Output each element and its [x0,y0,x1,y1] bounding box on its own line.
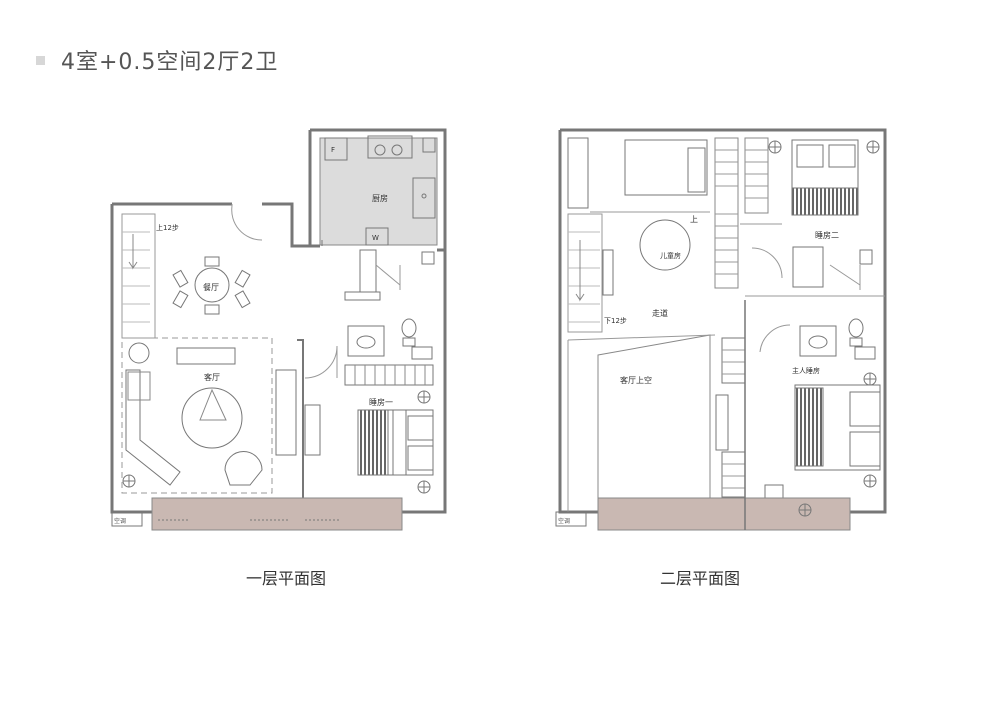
title-bullet-icon [36,55,45,65]
floor1-outer-wall [112,128,447,252]
floor1-kitchen-label: 厨房 [372,193,388,203]
floor2-caption: 二层平面图 [660,569,741,588]
floor1-balcony [151,497,403,531]
floor1-fridge-mark: F [331,146,335,154]
floor2-void-label: 客厅上空 [620,375,652,385]
title-bar: 4室+0.5空间2厅2卫 [36,44,278,76]
living-sofa [125,369,181,486]
floor1-inner-walls [121,213,156,339]
floor2-stair-note: 下12步 [604,317,627,325]
floor2-master-label: 主人睡房 [792,366,820,375]
living-zone [121,337,273,494]
floor2-corridor-label: 走道 [652,308,668,318]
floor2-balcony [597,497,851,531]
floor2-ac-label: 空调 [558,517,570,525]
floor1-bedroom1-label: 睡房一 [369,397,393,407]
floor2-kids-label: 儿童房 [660,251,681,260]
page-title: 4室+0.5空间2厅2卫 [61,50,279,75]
floor2-plan [555,128,887,531]
floor1-dining-label: 餐厅 [203,283,219,292]
floor1-plan [110,128,447,531]
floor2-bedroom2-label: 睡房二 [815,230,839,240]
kids-rug [639,219,691,271]
floor1-wardrobe [344,364,434,386]
floor1-living-label: 客厅 [204,372,220,382]
floor1-stair-note: 上12步 [156,223,179,232]
floor2-outer-wall [560,128,887,514]
floor2-up-mark: 上 [690,215,698,224]
floor1-washer-mark: W [372,234,379,242]
floor1-caption: 一层平面图 [246,569,327,588]
floor2-stairs [567,213,603,333]
dining-table [194,267,230,303]
living-void [597,334,711,501]
floor1-ac-label: 空调 [114,517,126,525]
kitchen-area [319,137,438,246]
